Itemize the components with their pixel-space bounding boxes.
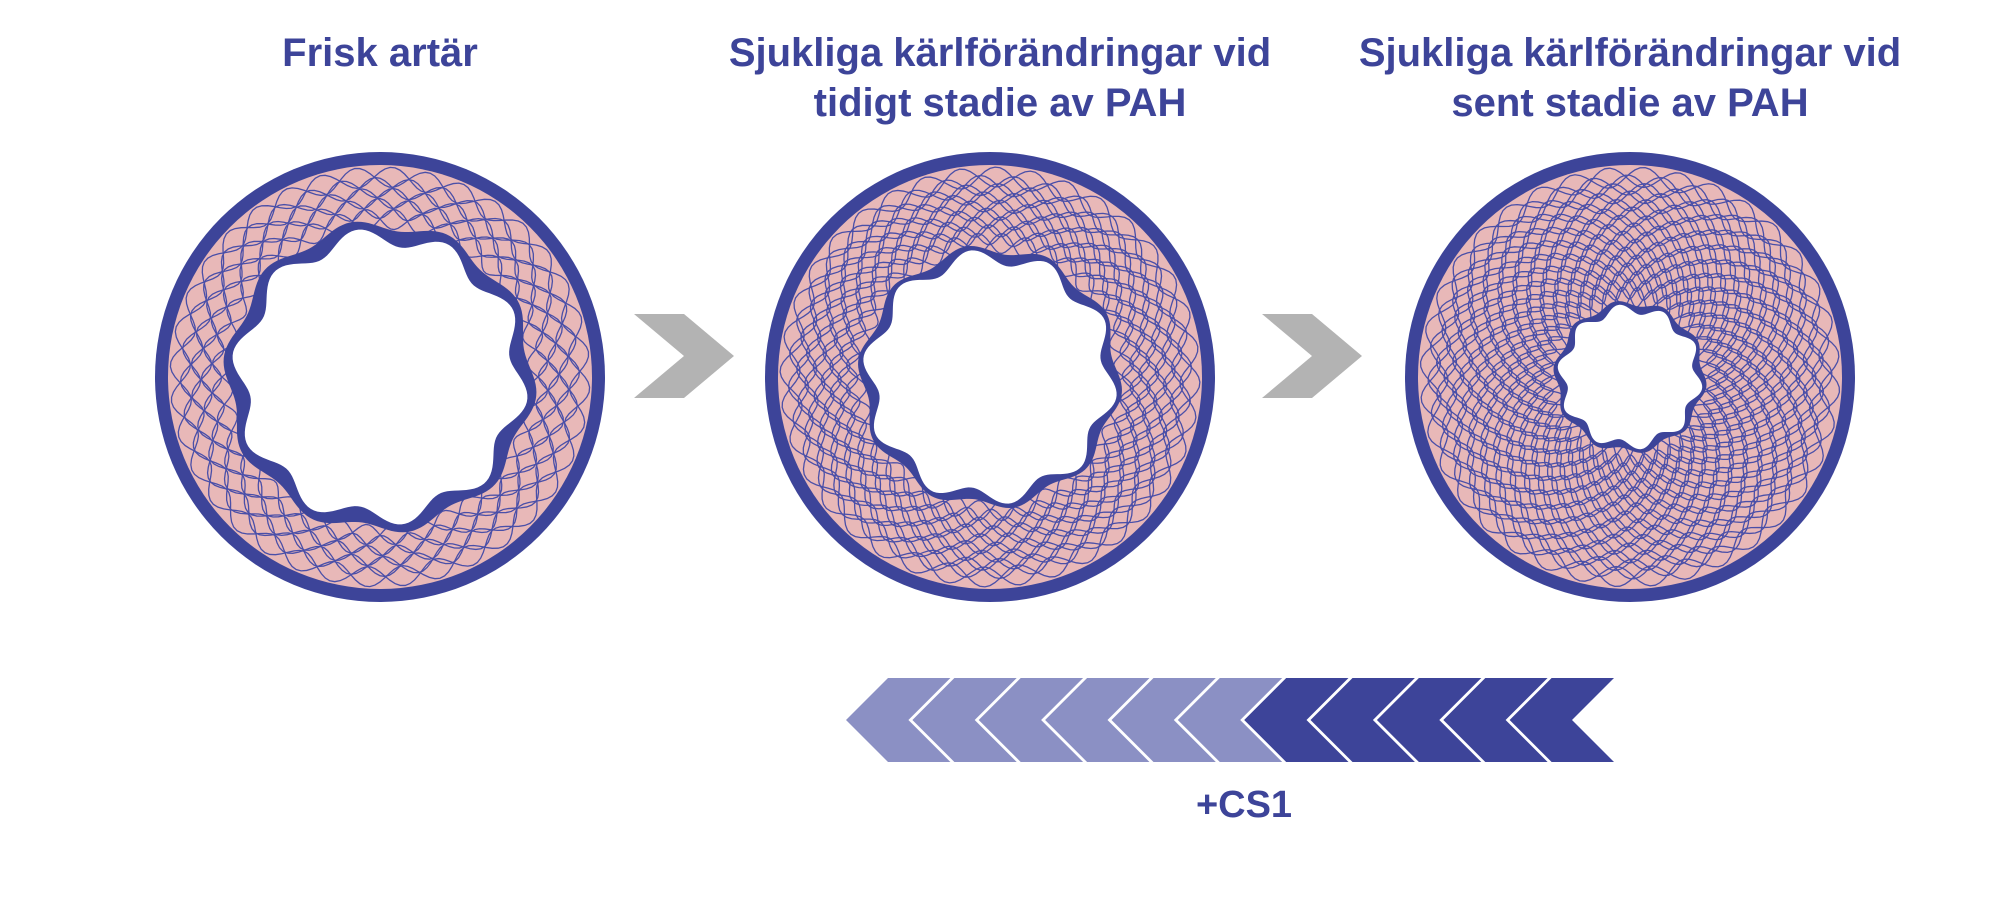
fiber-line (1507, 255, 1753, 499)
fiber-line (804, 192, 1176, 562)
fiber-line (829, 216, 1151, 538)
fiber-line (812, 200, 1168, 554)
fiber-line (1467, 215, 1793, 539)
stage-title-late-pah: Sjukliga kärlförändringar vid sent stadi… (1358, 31, 1902, 125)
fiber-line (1475, 223, 1785, 531)
fiber-line (1500, 246, 1760, 508)
stage-arrow-2 (1262, 314, 1362, 398)
chevron-left-icon (1177, 678, 1283, 762)
vessel-lumen (232, 229, 528, 525)
chevron-left-icon (1310, 678, 1415, 762)
vessel-lumen (1557, 304, 1703, 450)
fiber-line (787, 176, 1193, 578)
fiber-line (1427, 176, 1833, 578)
fiber-line (179, 179, 581, 575)
fiber-line (1420, 166, 1840, 588)
fiber-line (1523, 270, 1737, 484)
fiber-line (1492, 238, 1768, 516)
artery-healthy (155, 152, 605, 602)
fiber-line (169, 167, 591, 587)
fiber-line (822, 207, 1158, 547)
artery-early-pah (765, 152, 1215, 602)
fiber-line (813, 199, 1167, 555)
fiber-line (1468, 214, 1792, 540)
stage-title-early-pah: Sjukliga kärlförändringar vid tidigt sta… (728, 31, 1272, 125)
stage-arrow-1 (634, 314, 734, 398)
fiber-line (1419, 167, 1841, 587)
fiber-line (200, 200, 560, 554)
fiber-line (1476, 222, 1784, 532)
fiber-line (1499, 247, 1761, 507)
chevron-left-icon (1111, 678, 1216, 762)
stage-title-healthy: Frisk artär (282, 31, 478, 75)
vessel-lumen (863, 250, 1117, 504)
fiber-line (1483, 231, 1777, 523)
chevron-left-icon (1443, 678, 1548, 762)
fiber-line (1508, 254, 1752, 500)
fiber-line (190, 188, 570, 566)
fiber-line (789, 174, 1191, 580)
fiber-line (805, 191, 1175, 563)
fiber-line (839, 224, 1141, 530)
progression-chevron-band (846, 678, 1614, 762)
chevron-left-icon (1376, 678, 1482, 762)
fiber-line (1516, 262, 1744, 492)
progression-label: +CS1 (1195, 784, 1293, 826)
fiber-line (1451, 199, 1809, 555)
chevron-left-icon (978, 678, 1084, 762)
fiber-line (781, 166, 1199, 588)
fiber-line (846, 233, 1134, 521)
fiber-line (1484, 230, 1776, 524)
chevron-right-icon (1262, 314, 1362, 398)
chevron-left-icon (1509, 678, 1614, 762)
fiber-line (1435, 183, 1825, 571)
fiber-line (191, 187, 569, 567)
fiber-lines (1419, 166, 1841, 588)
chevron-left-icon (1045, 678, 1150, 762)
fiber-line (1429, 174, 1831, 580)
fiber-line (829, 216, 1151, 538)
fiber-lines (169, 166, 591, 588)
chevron-left-icon (1244, 678, 1349, 762)
fiber-line (797, 183, 1183, 571)
fiber-line (182, 176, 578, 578)
chevron-right-icon (634, 314, 734, 398)
fiber-line (1446, 190, 1814, 564)
fiber-line (170, 166, 590, 588)
chevron-left-icon (912, 678, 1017, 762)
chevron-left-icon (846, 678, 951, 762)
fiber-line (1461, 206, 1799, 548)
fiber-line (796, 184, 1184, 570)
fiber-line (203, 197, 557, 557)
artery-late-pah (1405, 152, 1855, 602)
fiber-line (1539, 286, 1721, 468)
fiber-lines (779, 166, 1201, 588)
fiber-line (1523, 270, 1737, 484)
fiber-line (1532, 278, 1728, 476)
fiber-line (779, 168, 1201, 586)
